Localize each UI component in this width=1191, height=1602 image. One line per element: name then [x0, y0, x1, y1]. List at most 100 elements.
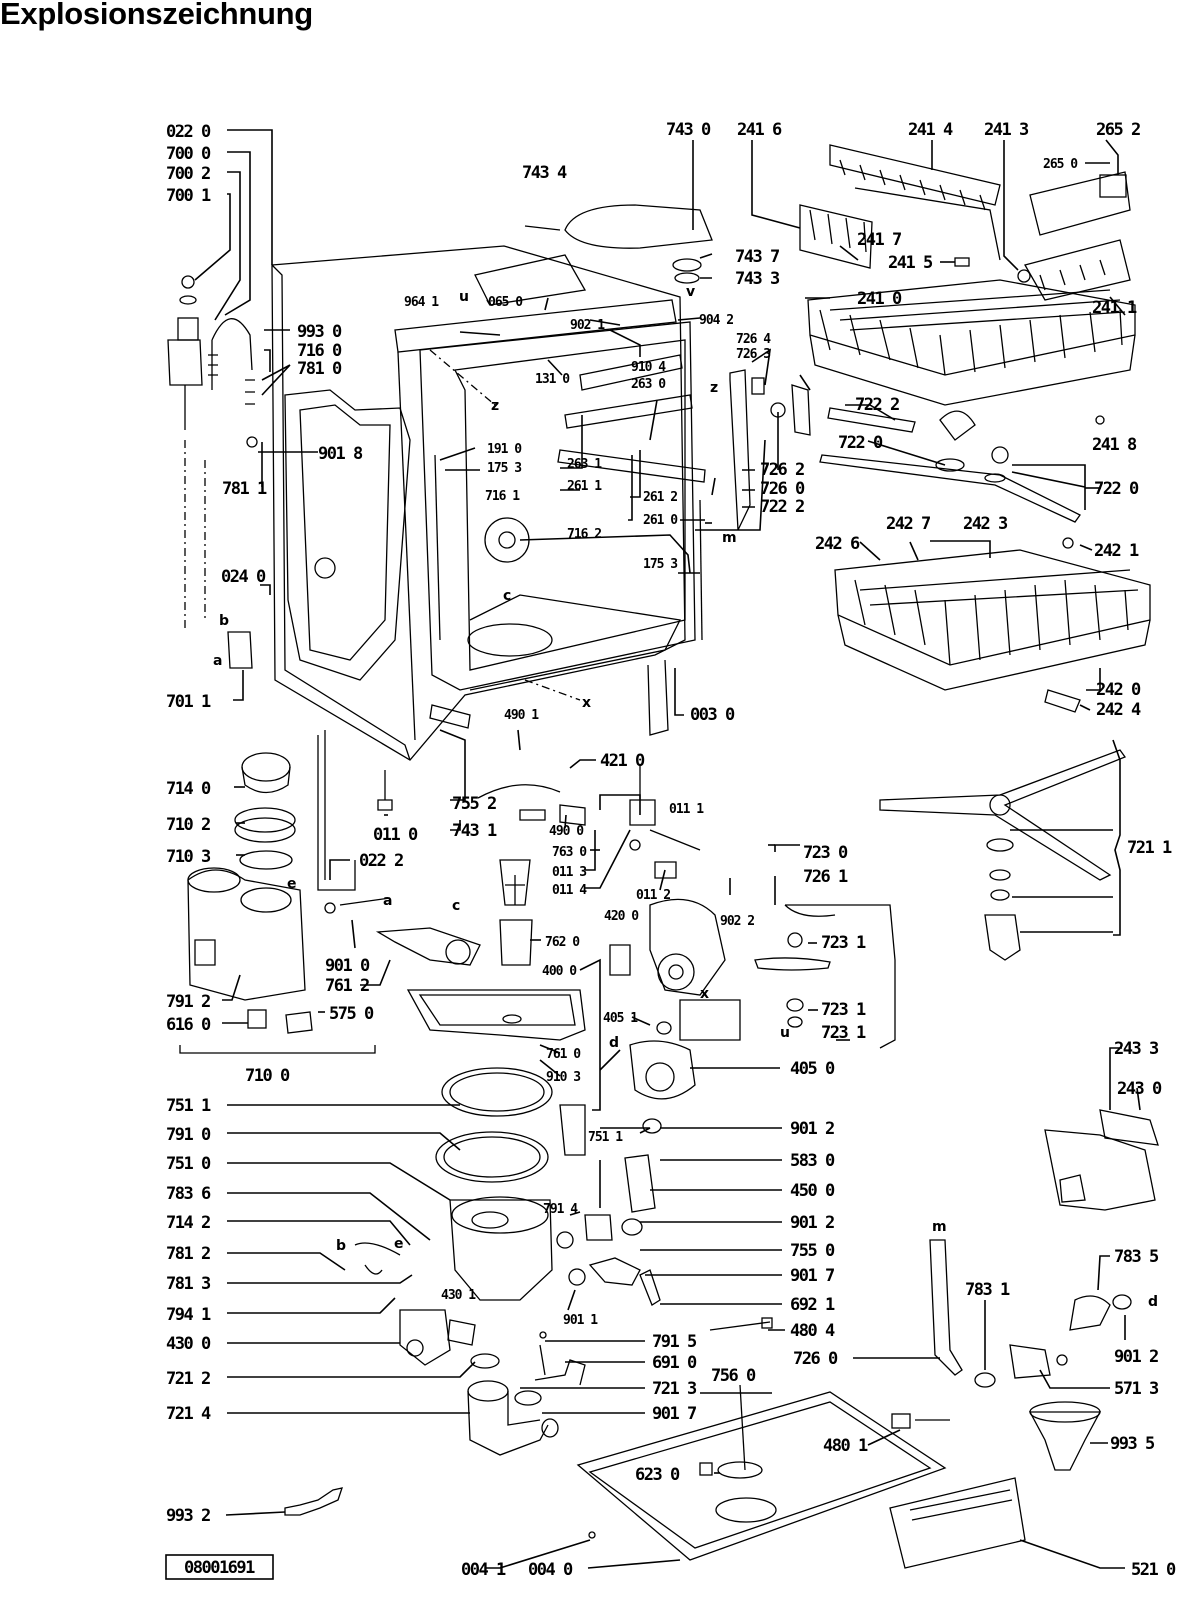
part-label: 904 2 [699, 313, 733, 328]
part-label: 710 2 [166, 815, 210, 835]
letter-c: c [452, 898, 460, 914]
letter-x: x [700, 986, 709, 1002]
part-label: 521 0 [1131, 1560, 1176, 1580]
part-label: 783 5 [1114, 1247, 1159, 1267]
part-label: 722 2 [855, 395, 899, 415]
letter-z: z [710, 380, 718, 396]
part-label: 751 1 [166, 1096, 211, 1116]
part-label: 405 1 [603, 1011, 638, 1026]
part-label: 721 1 [1127, 838, 1172, 858]
part-label: 011 3 [552, 865, 586, 880]
letter-u: u [459, 289, 469, 305]
part-label: 710 0 [245, 1066, 290, 1086]
part-label: 011 1 [669, 802, 704, 817]
part-label: 263 1 [567, 457, 602, 472]
drawing-cabinet [271, 245, 706, 761]
part-label: 623 0 [635, 1465, 680, 1485]
position-letters: u v z z x x c c m m b b a a e e d d u [213, 284, 1158, 1310]
letter-b: b [219, 613, 229, 629]
part-label: 242 1 [1094, 541, 1139, 561]
part-label: 721 3 [652, 1379, 697, 1399]
part-label: 743 4 [522, 163, 567, 183]
part-label: 450 0 [790, 1181, 835, 1201]
part-label: 430 0 [166, 1334, 211, 1354]
part-label: 781 1 [222, 479, 267, 499]
part-label: 751 1 [588, 1130, 623, 1145]
part-label: 964 1 [404, 295, 439, 310]
part-label: 716 1 [485, 489, 520, 504]
part-label: 902 2 [720, 914, 754, 929]
part-label: 763 0 [552, 845, 587, 860]
part-label: 722 0 [838, 433, 883, 453]
part-label: 743 7 [735, 247, 779, 267]
part-label: 781 3 [166, 1274, 211, 1294]
part-label: 993 5 [1110, 1434, 1155, 1454]
part-label: 781 0 [297, 359, 342, 379]
part-label: 721 4 [166, 1404, 211, 1424]
part-label: 241 7 [857, 230, 901, 250]
part-label: 243 3 [1114, 1039, 1159, 1059]
part-label: 726 1 [803, 867, 848, 887]
part-label: 910 4 [631, 360, 666, 375]
part-label: 791 5 [652, 1332, 697, 1352]
part-label: 175 3 [487, 461, 521, 476]
part-label: 791 4 [543, 1202, 578, 1217]
drawing-base [284, 1384, 1026, 1569]
part-label: 700 0 [166, 144, 211, 164]
part-label: 794 1 [166, 1305, 211, 1325]
part-label: 716 0 [297, 341, 342, 361]
part-label: 710 3 [166, 847, 211, 867]
letter-a: a [213, 653, 222, 669]
part-label: 791 2 [166, 992, 210, 1012]
part-label: 902 1 [570, 318, 605, 333]
part-label: 011 0 [373, 825, 418, 845]
part-label: 022 2 [359, 851, 403, 871]
part-label: 755 0 [790, 1241, 835, 1261]
part-label: 781 2 [166, 1244, 210, 1264]
part-label: 022 0 [166, 122, 211, 142]
part-label: 265 2 [1096, 120, 1140, 140]
drawing-motor [477, 765, 773, 1331]
part-label: 616 0 [166, 1015, 211, 1035]
part-label: 723 1 [821, 933, 866, 953]
part-label: 726 2 [760, 460, 804, 480]
part-label: 901 2 [790, 1213, 834, 1233]
part-label: 901 0 [325, 956, 370, 976]
part-label: 901 7 [790, 1266, 834, 1286]
letter-b: b [336, 1238, 346, 1254]
part-label: 993 0 [297, 322, 342, 342]
part-label: 901 2 [1114, 1347, 1158, 1367]
part-label: 261 0 [643, 513, 678, 528]
part-label: 261 2 [643, 490, 677, 505]
letter-e: e [287, 876, 297, 892]
drawing-top-parts [524, 144, 1131, 301]
part-label: 761 0 [546, 1047, 581, 1062]
part-label: 265 0 [1043, 157, 1078, 172]
part-label: 241 8 [1092, 435, 1137, 455]
part-label: 910 3 [546, 1070, 580, 1085]
part-label: 722 0 [1094, 479, 1139, 499]
part-label: 993 2 [166, 1506, 210, 1526]
drawing-lower-basket [834, 537, 1151, 961]
part-label: 901 2 [790, 1119, 834, 1139]
part-label: 583 0 [790, 1151, 835, 1171]
part-label: 761 2 [325, 976, 369, 996]
letter-m: m [932, 1219, 947, 1235]
letter-d: d [609, 1035, 619, 1051]
part-label: 263 0 [631, 377, 666, 392]
part-label: 762 0 [545, 935, 580, 950]
letter-c: c [503, 588, 511, 604]
part-label: 700 2 [166, 164, 210, 184]
drawing-number-box: 08001691 [165, 1554, 274, 1580]
leader-lines [194, 129, 1141, 1569]
part-label: 241 0 [857, 289, 902, 309]
part-label: 131 0 [535, 372, 570, 387]
part-label: 756 0 [711, 1366, 756, 1386]
part-label: 243 0 [1117, 1079, 1162, 1099]
part-label: 726 0 [760, 479, 805, 499]
part-label: 480 1 [823, 1436, 868, 1456]
part-label: 714 0 [166, 779, 211, 799]
part-label: 791 0 [166, 1125, 211, 1145]
part-label: 242 6 [815, 534, 860, 554]
